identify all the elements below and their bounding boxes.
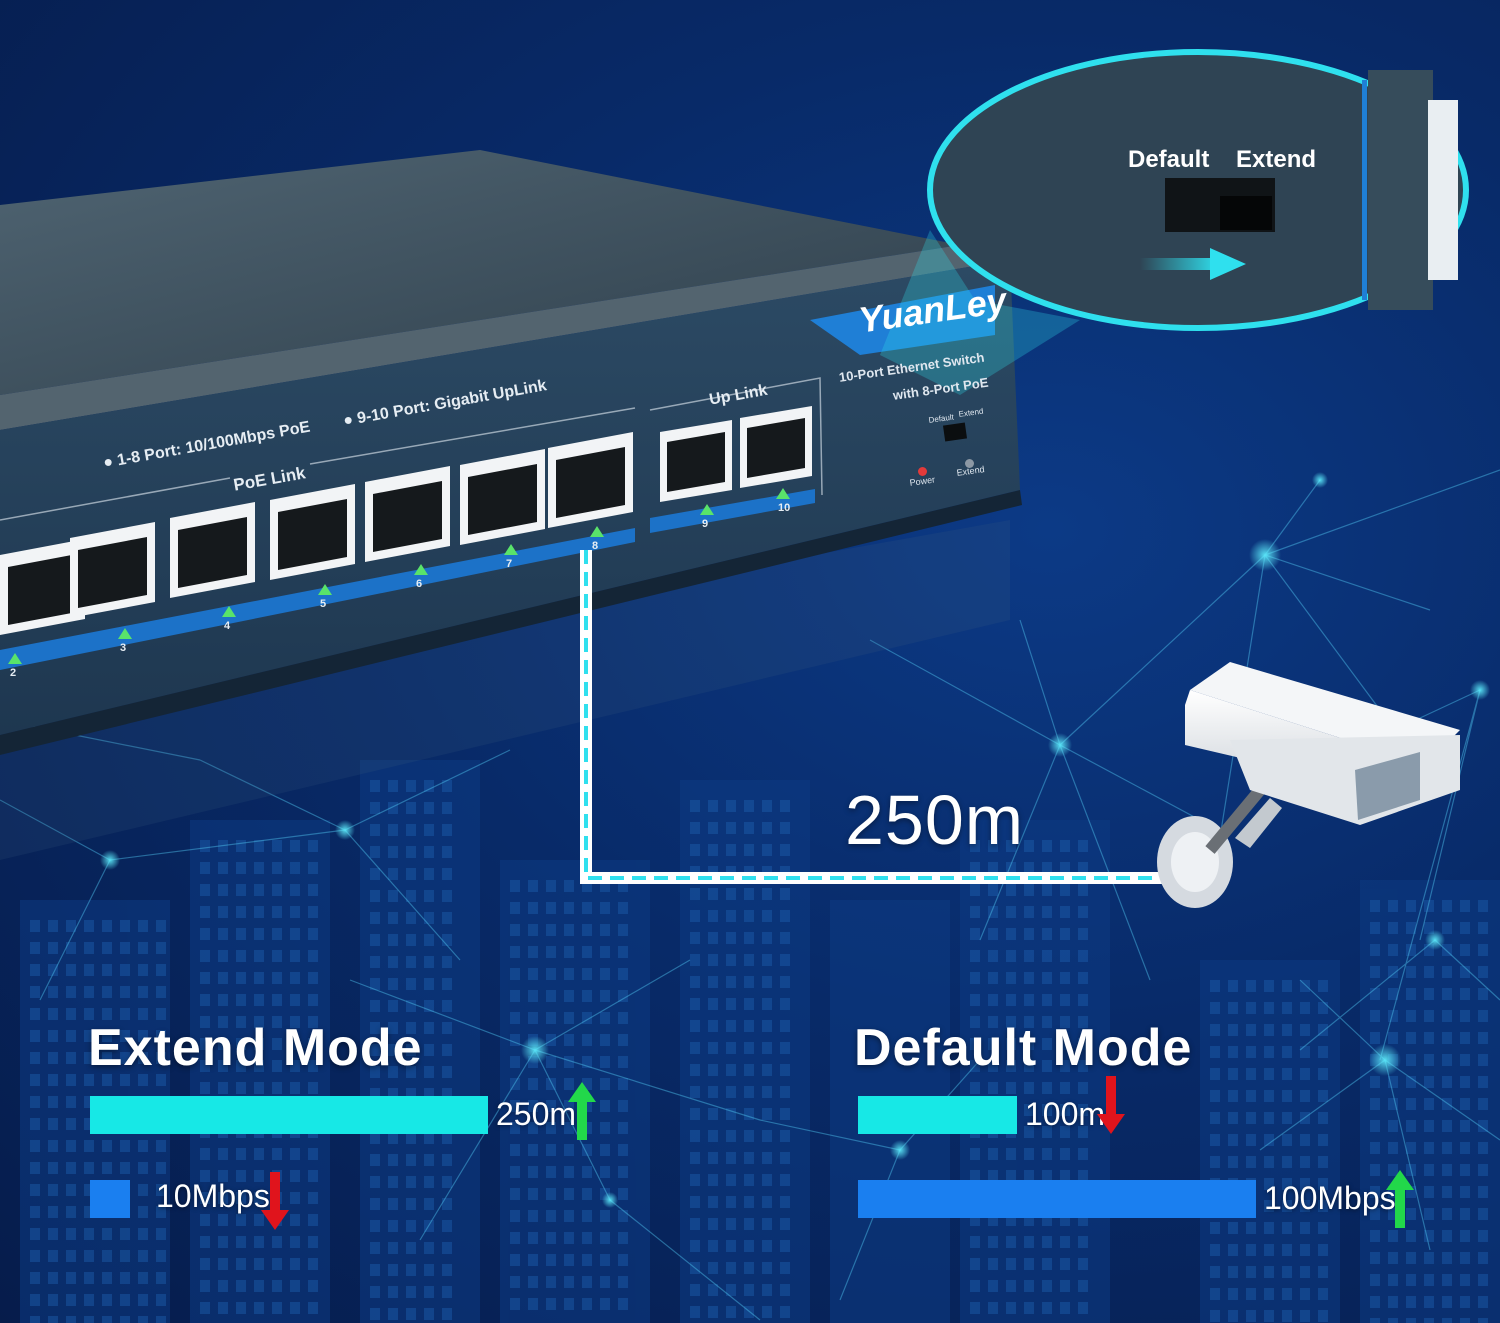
network-lines xyxy=(0,469,1500,1321)
poe-port[interactable] xyxy=(170,502,255,598)
link-led-icon xyxy=(504,544,518,555)
building-windows xyxy=(30,780,1488,1323)
extend-distance-value: 250m xyxy=(496,1096,577,1132)
extend-distance-bar xyxy=(90,1096,488,1134)
cable-distance-label: 250m xyxy=(845,781,1025,859)
up-arrow-shape xyxy=(1385,1170,1414,1228)
up-arrow-shape xyxy=(568,1082,596,1140)
uplink-port[interactable] xyxy=(660,420,732,502)
port-number: 8 xyxy=(592,540,599,552)
trend-up-arrow-icon xyxy=(568,1082,596,1140)
default-distance-bar xyxy=(858,1096,1017,1134)
trend-up-arrow-icon xyxy=(1385,1170,1414,1228)
zoom-default-label: Default xyxy=(1128,146,1210,173)
poe-port[interactable] xyxy=(270,484,355,580)
poe-port[interactable] xyxy=(365,466,450,562)
uplink-port-strip xyxy=(650,489,815,533)
link-led-icon xyxy=(590,526,604,537)
switch-top-panel xyxy=(0,150,960,395)
port-number: 6 xyxy=(416,578,423,590)
extend-mode-title: Extend Mode xyxy=(88,1019,423,1077)
extend-speed-bar xyxy=(90,1180,130,1218)
dip-switch-knob xyxy=(1220,196,1272,230)
rj45-ports xyxy=(0,406,812,635)
link-led-icon xyxy=(8,653,22,664)
small-dip-switch[interactable] xyxy=(942,422,968,442)
poe-port[interactable] xyxy=(548,432,633,528)
down-arrow-shape xyxy=(1097,1076,1125,1134)
poe-port[interactable] xyxy=(0,539,85,635)
link-led-icon xyxy=(414,564,428,575)
switch-bottom-edge xyxy=(0,490,1022,755)
down-arrow-shape xyxy=(261,1172,289,1230)
network-nodes xyxy=(100,472,1490,1208)
extend-led xyxy=(965,459,974,468)
trend-down-arrow-icon xyxy=(261,1172,289,1230)
poe-port[interactable] xyxy=(70,522,155,618)
uplink-port[interactable] xyxy=(740,406,812,488)
power-led xyxy=(918,467,927,476)
port-number: 4 xyxy=(224,620,231,632)
switch-top-front-edge xyxy=(0,245,1010,430)
security-camera xyxy=(1157,662,1460,908)
port-number: 5 xyxy=(320,598,327,610)
port-number: 10 xyxy=(778,502,791,514)
link-led-icon xyxy=(700,504,714,515)
brand-tab xyxy=(810,285,995,355)
default-mode-title: Default Mode xyxy=(854,1019,1193,1077)
ethernet-cable xyxy=(580,550,1170,884)
extend-speed-value: 10Mbps xyxy=(156,1178,270,1214)
link-led-icon xyxy=(776,488,790,499)
port-number: 9 xyxy=(702,518,709,530)
zoom-extend-label: Extend xyxy=(1236,146,1317,173)
default-distance-value: 100m xyxy=(1025,1096,1106,1132)
zoom-callout xyxy=(880,49,1469,395)
trend-down-arrow-icon xyxy=(1097,1076,1125,1134)
switch-reflection xyxy=(0,520,1010,860)
link-led-icon xyxy=(222,606,236,617)
port-number: 3 xyxy=(120,642,127,654)
port-number: 7 xyxy=(506,558,513,570)
poe-port[interactable] xyxy=(460,449,545,545)
link-led-icon xyxy=(318,584,332,595)
link-led-icon xyxy=(118,628,132,639)
poe-port-strip xyxy=(0,528,635,670)
default-speed-bar xyxy=(858,1180,1256,1218)
port-number: 2 xyxy=(10,667,17,679)
default-speed-value: 100Mbps xyxy=(1264,1180,1396,1216)
